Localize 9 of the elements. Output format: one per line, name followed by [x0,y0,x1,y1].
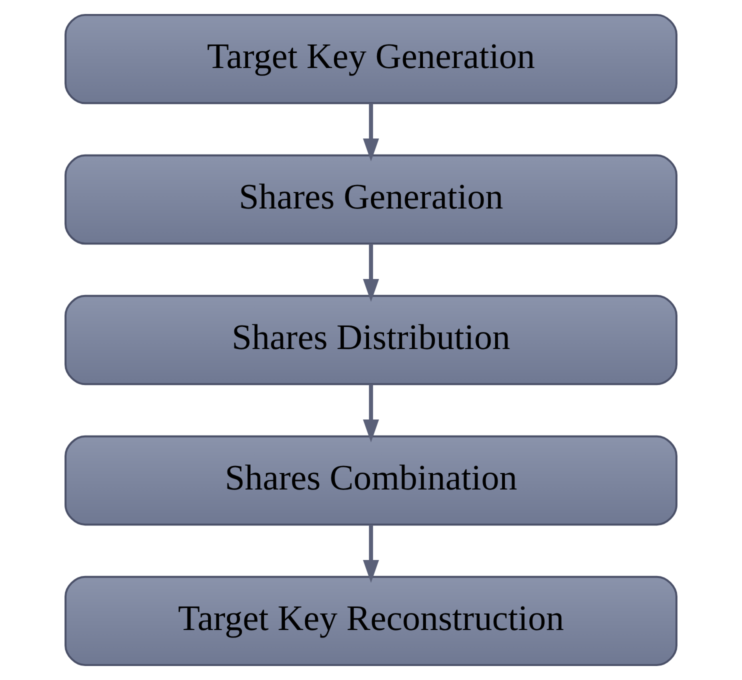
node-box: Shares Generation [64,154,678,245]
arrow [362,103,380,162]
node-box: Target Key Generation [64,14,678,104]
node-box: Shares Distribution [64,294,678,386]
arrow [362,384,380,442]
arrow [362,524,380,583]
node-box: Target Key Reconstruction [64,576,678,666]
arrow [362,244,380,302]
node-box: Shares Combination [64,435,678,526]
